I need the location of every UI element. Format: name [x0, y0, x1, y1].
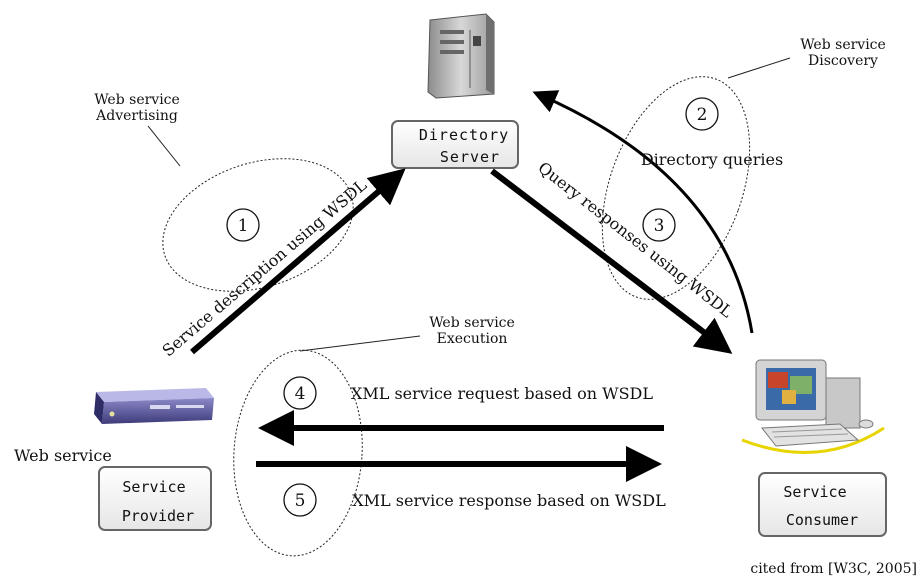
discovery-leader-line: [727, 57, 791, 79]
step-5-marker: 5: [283, 483, 317, 517]
web-service-server-icon: [94, 388, 214, 424]
execution-region: [233, 349, 363, 557]
service-provider-label-line1: Service: [122, 478, 185, 496]
service-consumer-label-line2: Consumer: [786, 511, 858, 529]
citation: cited from [W3C, 2005]: [750, 561, 917, 577]
advertising-label-line1: Web service: [94, 92, 180, 108]
step-5-label: XML service response based on WSDL: [352, 491, 666, 510]
step-1-marker: 1: [226, 208, 260, 242]
service-provider-node: Service Provider: [98, 466, 212, 531]
step-2-label: Directory queries: [641, 150, 783, 169]
service-consumer-node: Service Consumer: [758, 472, 887, 537]
step-3-number: 3: [654, 216, 665, 236]
service-consumer-label-line1: Service: [783, 483, 846, 501]
step-4-marker: 4: [283, 376, 317, 410]
step-3-label: Query responses using WSDL: [534, 158, 736, 322]
advertising-label-line2: Advertising: [95, 108, 178, 124]
advertising-region: [162, 158, 354, 292]
step-5-number: 5: [295, 491, 306, 511]
directory-server-label-line1: Directory: [419, 126, 509, 144]
desktop-computer-icon: [741, 359, 885, 454]
step-4-label: XML service request based on WSDL: [351, 384, 653, 403]
step-1-number: 1: [238, 216, 249, 236]
advertising-leader-line: [147, 125, 181, 167]
discovery-region: [601, 76, 751, 300]
step-2-marker: 2: [685, 97, 719, 131]
execution-label-line1: Web service: [429, 315, 515, 331]
web-service-caption: Web service: [14, 446, 112, 465]
service-description-arrow: [190, 168, 406, 355]
step-4-number: 4: [295, 384, 306, 404]
execution-label-line2: Execution: [437, 331, 508, 347]
server-tower-icon: [427, 13, 495, 99]
step-2-number: 2: [697, 105, 708, 125]
directory-queries-arrow: [532, 90, 754, 334]
step-3-marker: 3: [642, 208, 676, 242]
query-responses-arrow: [490, 168, 733, 354]
directory-server-node: Directory Server: [391, 120, 519, 169]
discovery-label-line1: Web service: [800, 37, 886, 53]
step-1-label: Service description using WSDL: [159, 175, 371, 360]
execution-leader-line: [299, 335, 421, 352]
directory-server-label-line2: Server: [440, 148, 500, 166]
service-provider-label-line2: Provider: [122, 507, 194, 525]
discovery-label-line2: Discovery: [808, 53, 878, 69]
